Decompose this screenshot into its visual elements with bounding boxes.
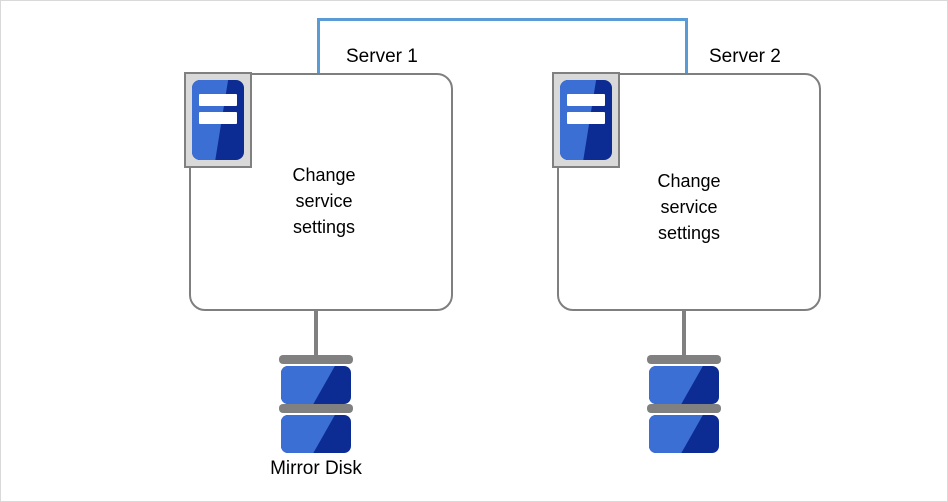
server-2-icon [552, 72, 620, 168]
disk-1-bar-top [279, 355, 353, 364]
disk-1-label: Mirror Disk [270, 458, 362, 479]
server-1-icon [184, 72, 252, 168]
disk-1-bar-middle [279, 404, 353, 413]
disk-2-plate-top [649, 366, 719, 404]
disk-plate-highlight [649, 366, 703, 404]
interconnect-line-right [685, 18, 688, 74]
server-1-body-text: Change service settings [292, 165, 356, 237]
interconnect-line-top [317, 18, 688, 21]
server-2-disk-connector [682, 309, 686, 359]
server-icon-bar-top [567, 93, 605, 106]
server-1-label: Server 1 [346, 46, 418, 67]
server-2-box[interactable] [557, 73, 821, 311]
server-1-disk-connector [314, 309, 318, 359]
server-2-body-text: Change service settings [657, 171, 721, 243]
disk-plate-highlight [281, 415, 335, 453]
disk-1-plate-bottom [281, 415, 351, 453]
server-icon-glyph [560, 80, 612, 160]
server-icon-bar-bottom [567, 112, 605, 124]
server-2-label: Server 2 [709, 46, 781, 67]
disk-1-plate-top [281, 366, 351, 404]
interconnect-line-left [317, 18, 320, 74]
server-icon-bar-bottom [199, 112, 237, 124]
disk-plate-highlight [281, 366, 335, 404]
disk-2-plate-bottom [649, 415, 719, 453]
disk-2-bar-top [647, 355, 721, 364]
server-icon-glyph [192, 80, 244, 160]
server-icon-bar-top [199, 93, 237, 106]
disk-2-bar-middle [647, 404, 721, 413]
disk-plate-highlight [649, 415, 703, 453]
